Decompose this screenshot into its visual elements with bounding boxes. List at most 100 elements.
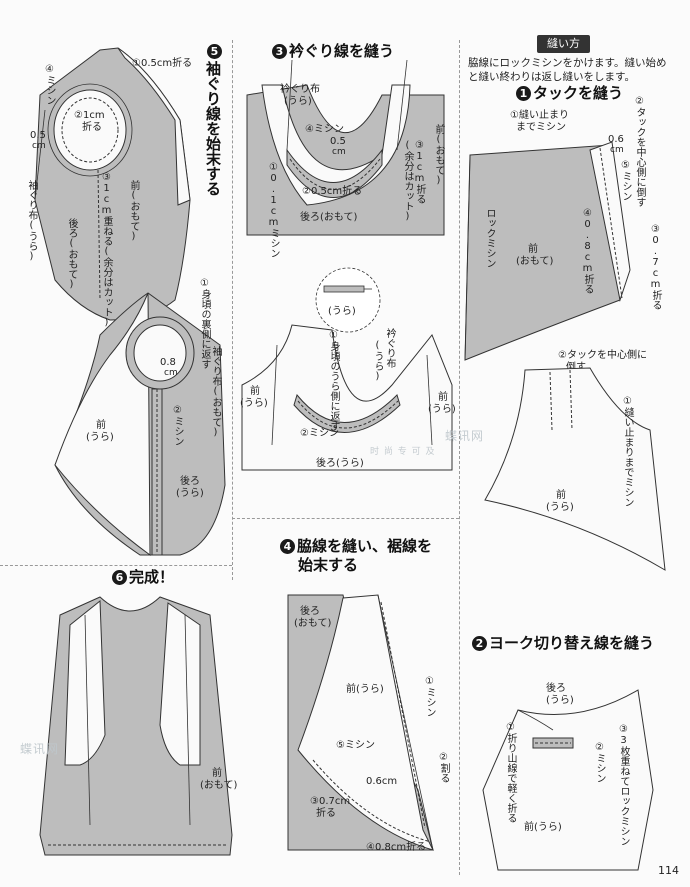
step4-title2: 始末する [298, 556, 359, 574]
s6-front-sub: (おもて) [200, 780, 238, 791]
s2-fold-light: ①折り山線で軽く折る [505, 722, 516, 823]
s3-back-o: 後ろ(おもて) [300, 212, 358, 223]
sewing-note-line1: 脇線にロックミシンをかけます。縫い始め [468, 57, 667, 69]
step3-inset [315, 267, 381, 333]
step5-diagram-bottom [54, 292, 226, 556]
s5-back-u-sub: (うら) [176, 488, 204, 499]
s5-d05u: cm [32, 141, 46, 151]
s4-split: ②割る [438, 752, 449, 783]
row-divider-left [0, 565, 232, 566]
s3-m01: ①0.1cmミシン [268, 162, 279, 258]
step3-diagram-top [246, 59, 445, 236]
sewing-note-line2: と縫い終わりは返し縫いをします。 [468, 71, 635, 83]
s3-front-o: 前(おもて) [433, 124, 444, 186]
s1-front-sub: (おもて) [516, 256, 554, 267]
s1-stop2: までミシン [516, 122, 566, 133]
s1-stop3: ①縫い止まりまでミシン [622, 396, 633, 507]
step2-diagram [482, 689, 654, 871]
step3-number: 3 [272, 44, 287, 59]
s3-d05u: cm [332, 147, 346, 157]
s1-fold07: ③0.7cm折る [650, 224, 661, 310]
s4-back-sub: (おもて) [294, 618, 332, 629]
s3-inset-ura: (うら) [328, 306, 356, 317]
s4-back: 後ろ [300, 606, 320, 617]
s3-back-u: 後ろ(うら) [316, 458, 364, 469]
s1-lock: ロックミシン [484, 208, 495, 268]
s2-back: 後ろ [546, 683, 566, 694]
s4-m5: ⑤ミシン [336, 740, 375, 751]
s3-sewing2: ②ミシン [300, 428, 339, 439]
s2-lock3: ③3枚重ねてロックミシン [618, 724, 629, 846]
step3-diagram-bottom [241, 324, 453, 471]
s3-fold1b: (余分はカット) [402, 140, 413, 222]
step1-diagram-bottom [484, 367, 666, 571]
s4-m1: ①ミシン [424, 676, 435, 717]
s5-front-o: 前(おもて) [128, 180, 139, 242]
s1-fold08: ④0.8cm折る [582, 208, 593, 294]
watermark-mid-sub-text: 时 尚 专 可 及 [370, 447, 436, 457]
watermark-mid-logo: 蝶讯网 [445, 429, 485, 443]
s6-front: 前 [212, 768, 222, 779]
watermark-mid: 蝶讯网 [445, 427, 484, 444]
s3-sewing4: ④ミシン [305, 124, 344, 135]
s5-sewing2: ②ミシン [172, 405, 183, 446]
s4-fold07: ③0.7cm [310, 796, 351, 807]
s2-sewing: ②ミシン [594, 742, 605, 783]
s3-front-r-sub: (うら) [428, 404, 456, 415]
s4-d06: 0.6cm [366, 776, 398, 787]
s5-overlap: ③1cm重ねる(余分はカット) [101, 172, 112, 328]
s1-front: 前 [528, 244, 538, 255]
s5-front-u-sub: (うら) [86, 432, 114, 443]
s3-turn: ①身頃のうら側に返す [328, 330, 339, 431]
s5-d08: 0.8 [160, 357, 176, 368]
s4-fold08: ④0.8cm折る [366, 842, 427, 853]
watermark-left: 蝶讯网 [20, 740, 59, 757]
s3-fold1: ③1cm折る [414, 140, 425, 204]
s5-sewing4: ④ミシン [44, 64, 55, 105]
s3-front-r: 前 [438, 392, 448, 403]
s5-sleeve-binding: 袖ぐり布(うら) [26, 180, 37, 262]
s2-back-sub: (うら) [546, 695, 574, 706]
s1-d06: 0.6 [608, 134, 624, 145]
s5-turn: ①身頃の裏側に返す [199, 278, 210, 369]
step5-title-text: 袖ぐり線を始末する [204, 61, 222, 196]
step5-diagram-top [34, 47, 191, 321]
s5-fold1b: 折る [82, 122, 102, 133]
s1-sewing: ⑤ミシン [620, 160, 631, 201]
step2-number: 2 [472, 636, 487, 651]
s3-binding2: 衿ぐり布 [384, 328, 395, 368]
step1-title-text: タックを縫う [533, 84, 624, 102]
s5-back-u: 後ろ [180, 476, 200, 487]
s4-fold07b: 折る [316, 808, 336, 819]
step5-title: 5袖ぐり線を始末する [204, 44, 222, 196]
step4-diagram [287, 594, 434, 851]
s3-binding2-sub: (うら) [372, 340, 383, 382]
watermark-mid-sub: 时 尚 专 可 及 [370, 444, 435, 457]
s5-fold05: ①0.5cm折る [132, 58, 193, 69]
step6-title-text: 完成！ [129, 568, 175, 586]
s3-binding: 衿ぐり布 [280, 84, 320, 95]
s1-stop: ①縫い止まり [510, 110, 569, 121]
step1-number: 1 [516, 86, 531, 101]
step1-diagram-top [464, 141, 631, 361]
s5-fold1: ②1cm [74, 110, 105, 121]
s3-front-l: 前 [250, 386, 260, 397]
page-number: 114 [658, 864, 679, 877]
s5-back-o: 後ろ(おもて) [66, 218, 77, 290]
s5-d05: 0.5 [30, 130, 46, 141]
s1-tuck2b: 倒す [566, 362, 586, 373]
s5-sleeve-binding2: 袖ぐり布(おもて) [210, 346, 221, 438]
s1-tuck-center: ②タックを中心側に倒す [634, 96, 645, 207]
s3-fold05: ②0.5cm折る [302, 186, 363, 197]
s2-front: 前(うら) [524, 822, 562, 833]
step6-diagram [39, 596, 233, 856]
step3-title-text: 衿ぐり線を縫う [289, 42, 395, 60]
s3-d05: 0.5 [330, 136, 346, 147]
s1-tuck2: ②タックを中心側に [558, 350, 647, 361]
step4-number: 4 [280, 539, 295, 554]
watermark-left-logo: 蝶讯网 [20, 742, 60, 756]
s4-front: 前(うら) [346, 684, 384, 695]
